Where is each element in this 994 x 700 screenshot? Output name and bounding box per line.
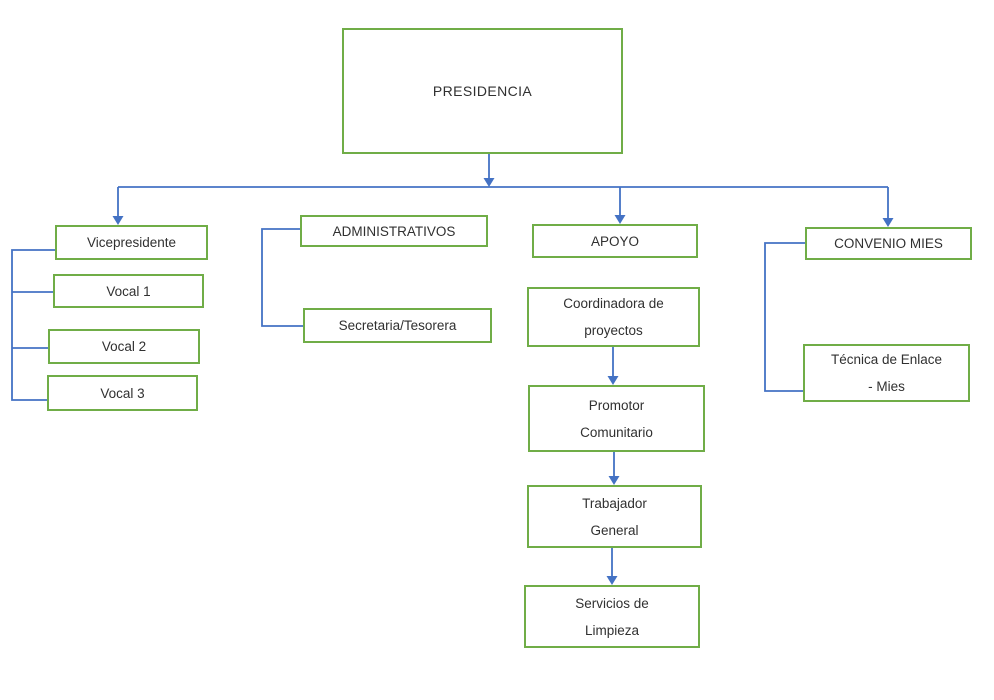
- bracket-convenio-mies: [764, 242, 805, 392]
- arrow-into-promotor-icon: [607, 376, 619, 385]
- org-box-vocal2-label: Vocal 2: [101, 339, 147, 354]
- org-box-administrativos: ADMINISTRATIVOS: [300, 215, 488, 247]
- arrow-into-vicepresidente-icon: [112, 216, 124, 225]
- org-box-convenio-mies: CONVENIO MIES: [805, 227, 972, 260]
- org-box-promotor-comunitario: Promotor Comunitario: [528, 385, 705, 452]
- org-box-secretaria-tesorera-label: Secretaria/Tesorera: [338, 318, 457, 333]
- org-box-apoyo-label: APOYO: [590, 233, 639, 249]
- bracket-administrativos: [261, 228, 303, 327]
- org-box-tecnica-enlace-mies: Técnica de Enlace - Mies: [803, 344, 970, 402]
- org-box-coordinadora-line2: proyectos: [584, 323, 643, 338]
- org-box-administrativos-label: ADMINISTRATIVOS: [332, 223, 456, 239]
- org-box-vocal2: Vocal 2: [48, 329, 200, 364]
- org-box-vocal1: Vocal 1: [53, 274, 204, 308]
- org-box-coordinadora-proyectos: Coordinadora de proyectos: [527, 287, 700, 347]
- org-box-secretaria-tesorera: Secretaria/Tesorera: [303, 308, 492, 343]
- org-box-vicepresidente: Vicepresidente: [55, 225, 208, 260]
- org-box-servicios-line1: Servicios de: [575, 595, 649, 611]
- arrow-into-servicios-icon: [606, 576, 618, 585]
- org-box-vocal1-label: Vocal 1: [106, 283, 151, 299]
- org-box-tecnica-line2: - Mies: [868, 379, 905, 394]
- arrow-into-convenio-icon: [882, 218, 894, 227]
- org-box-tecnica-line1: Técnica de Enlace: [830, 352, 943, 367]
- org-box-servicios-line2: Limpieza: [584, 622, 640, 638]
- arrow-into-trabajador-icon: [608, 476, 620, 485]
- org-box-apoyo: APOYO: [532, 224, 698, 258]
- org-box-trabajador-line1: Trabajador: [582, 495, 647, 511]
- bracket-vicepresidencia: [11, 249, 55, 401]
- org-box-servicios-limpieza: Servicios de Limpieza: [524, 585, 700, 648]
- org-box-vocal3: Vocal 3: [47, 375, 198, 411]
- connector-arrowheads: [112, 178, 894, 585]
- org-box-trabajador-general: Trabajador General: [527, 485, 702, 548]
- org-box-promotor-line1: Promotor: [588, 397, 645, 413]
- org-box-coordinadora-line1: Coordinadora de: [563, 296, 664, 311]
- org-box-presidencia-label: PRESIDENCIA: [432, 82, 533, 99]
- org-box-presidencia: PRESIDENCIA: [342, 28, 623, 154]
- org-box-promotor-line2: Comunitario: [580, 424, 653, 440]
- arrow-down-to-line-icon: [483, 178, 495, 187]
- org-box-convenio-mies-label: CONVENIO MIES: [834, 236, 943, 251]
- org-box-vicepresidente-label: Vicepresidente: [86, 235, 177, 250]
- org-box-trabajador-line2: General: [590, 522, 639, 538]
- connector-lines: [11, 154, 889, 577]
- arrow-into-apoyo-icon: [614, 215, 626, 224]
- org-box-vocal3-label: Vocal 3: [100, 385, 145, 401]
